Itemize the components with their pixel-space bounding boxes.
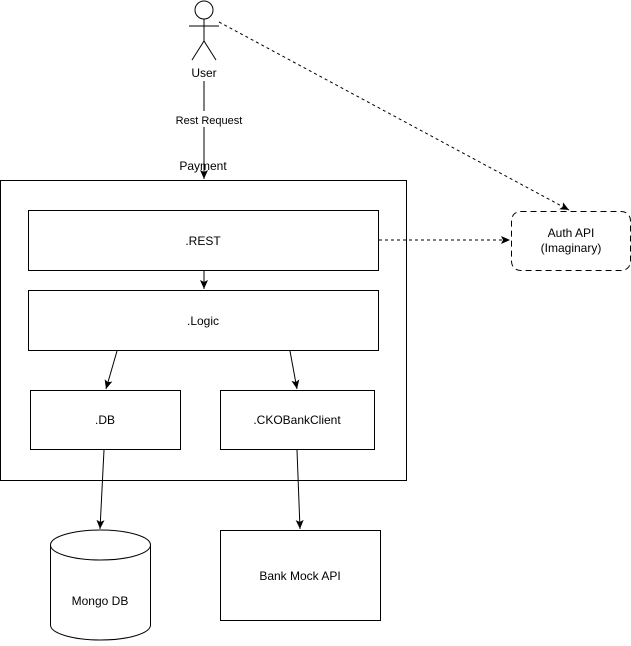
db-node-label: .DB [95,413,115,427]
rest-node-label: .REST [185,234,221,248]
mongo-db-label: Mongo DB [72,594,129,608]
edge-logic-to-db [104,350,118,390]
user-actor-right-leg [203,40,217,61]
auth-api-label-line2: (Imaginary) [541,241,602,255]
logic-node-label: .Logic [187,314,219,328]
user-actor-left-leg [191,40,205,61]
edge-db-to-mongo [96,449,105,530]
logic-node [28,290,379,351]
cko-bank-client-node-label: .CKOBankClient [253,413,341,427]
user-actor-label: User [191,66,216,80]
mongo-db-cylinder-top [50,529,151,561]
mongo-db-cylinder-body [50,545,151,641]
edge-user-to-auth [218,21,570,211]
edge-user-to-payment-label-bg [172,111,244,127]
bank-mock-api-node [220,530,381,621]
edge-logic-to-cko [289,350,300,390]
auth-api-label-line1: Auth API [548,226,595,240]
edge-cko-to-bank-mock [295,449,304,530]
user-actor-head [194,0,214,20]
rest-node [28,210,379,271]
user-actor [189,0,219,61]
payment-container-label: Payment [179,159,227,173]
db-node [30,390,181,450]
cko-bank-client-node [220,390,375,450]
bank-mock-api-label: Bank Mock API [259,569,340,583]
edge-user-to-payment-label: Rest Request [176,115,243,127]
mongo-db-cylinder [50,529,151,641]
